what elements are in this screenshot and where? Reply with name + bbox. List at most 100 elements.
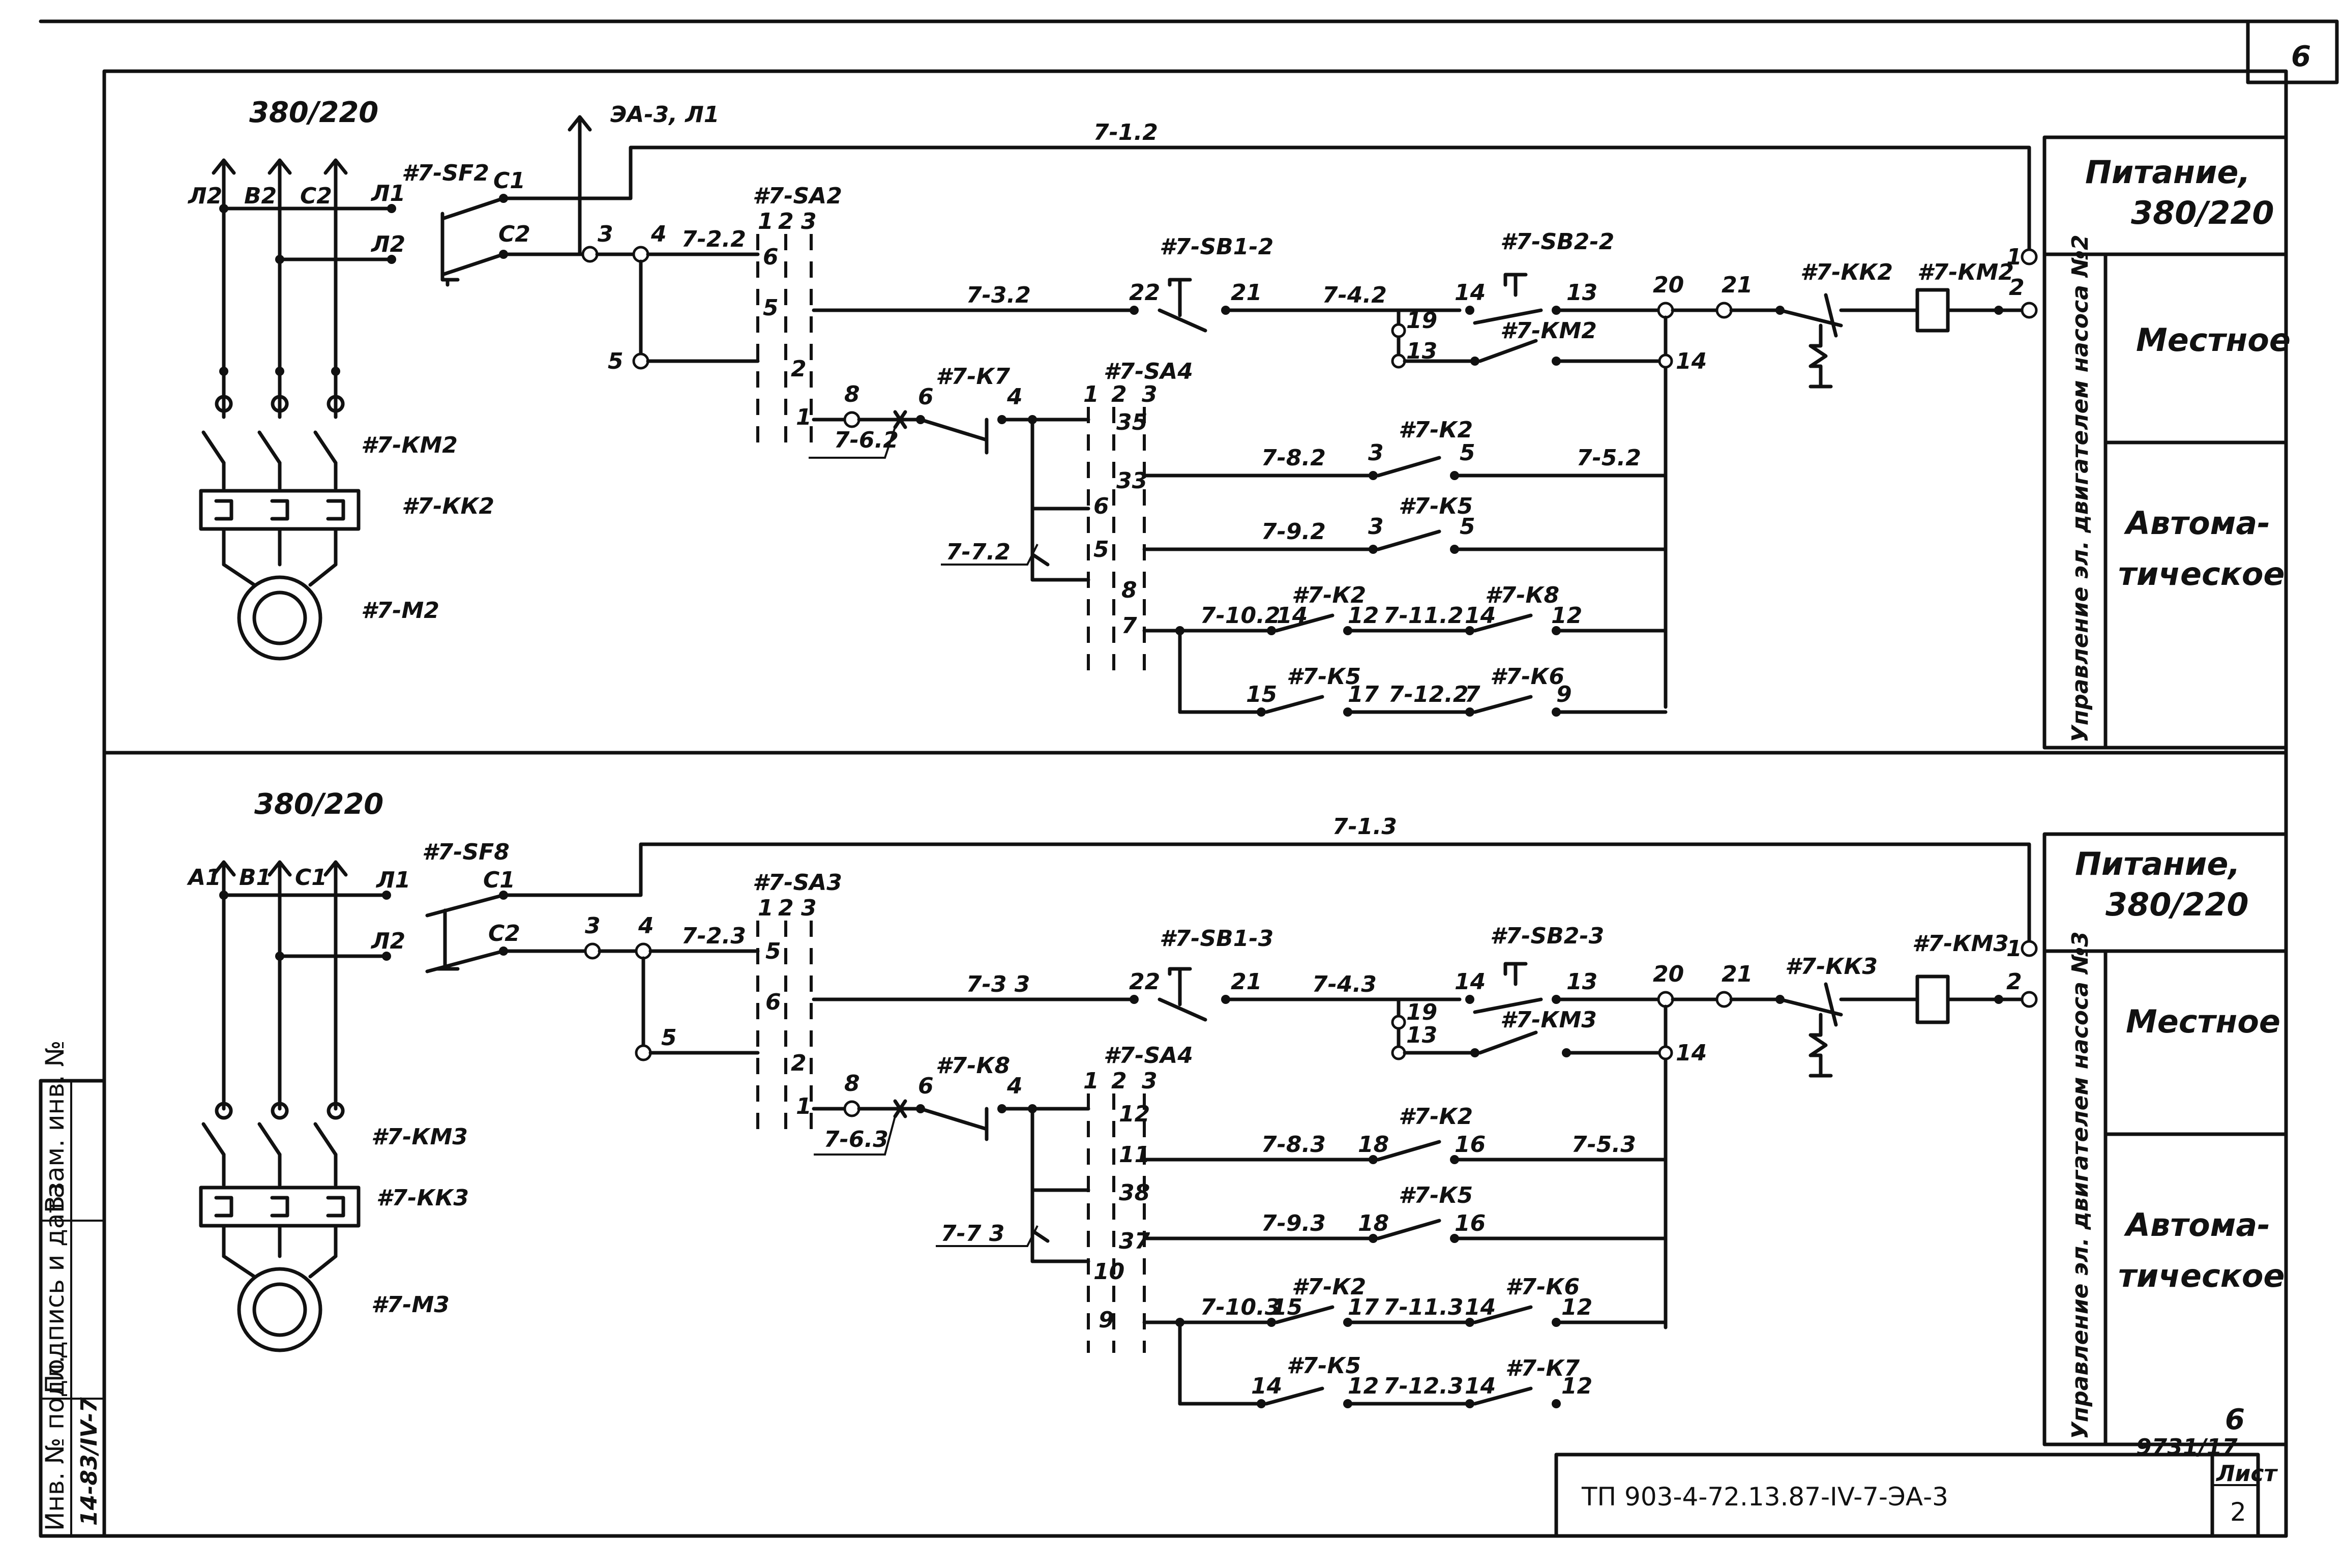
k6-label: #7-К6 [1505, 1274, 1580, 1300]
k5b-label: #7-К5 [1287, 1353, 1361, 1379]
thermal-relay-label: #7-КК2 [402, 493, 494, 519]
sb2-label: #7-SB2-3 [1490, 923, 1604, 949]
node-label: 19 [1406, 308, 1437, 334]
breaker-out-1: С1 [483, 867, 515, 893]
node-label: 20 [1653, 272, 1684, 298]
node-label: 21 [1722, 961, 1753, 987]
km2-contact-label: #7-КМ2 [1500, 318, 1597, 344]
stamp-inv-value: 14-83/IV-7 [76, 1397, 102, 1526]
node-label: 12 [1348, 603, 1379, 629]
km3-contact-label: #7-КМ3 [1500, 1007, 1597, 1033]
node-label: 16 [1455, 1210, 1486, 1236]
wire-w8: 7-8.2 [1261, 445, 1326, 471]
node-label: 14 [1455, 280, 1486, 306]
node-label: 6 [763, 244, 779, 270]
km3-coil-label: #7-КМ3 [1912, 931, 2009, 957]
k2-label: #7-К2 [1399, 1104, 1473, 1130]
page-number: 6 [2291, 40, 2311, 73]
wire-w9: 7-9.3 [1261, 1210, 1326, 1236]
node-label: 5 [608, 348, 624, 374]
kk3-contact-label: #7-КК3 [1785, 954, 1878, 980]
node-label: 9 [1099, 1307, 1114, 1333]
k7-label: #7-К7 [1505, 1355, 1580, 1381]
node-label: 35 [1116, 409, 1147, 435]
node-label: 12 [1561, 1294, 1592, 1320]
stamp-replace-label: Взам. инв. № [40, 1041, 70, 1213]
sa4-pos-2: 2 [1111, 381, 1127, 407]
supply-feed-label: ЭА-3, Л1 [610, 102, 719, 128]
node-label: 18 [1358, 1132, 1389, 1158]
node-label: 11 [1119, 1142, 1150, 1168]
wire-w3: 7-3.2 [966, 282, 1031, 308]
sa2-pos-3: 3 [801, 209, 817, 234]
mode-table-pump3: Питание, 380/220 Местное Автома- тическо… [2042, 832, 2288, 1446]
contactor-label: #7-КМ2 [361, 432, 458, 458]
node-label: 4 [1006, 1073, 1023, 1099]
wire-w7: 7-7 3 [941, 1221, 1004, 1247]
node-label: 6 [918, 384, 934, 410]
node-label: 2 [791, 356, 807, 382]
node-label: 12 [1348, 1373, 1379, 1399]
motor-label: #7-М2 [361, 598, 439, 624]
wire-w6: 7-6.3 [824, 1127, 888, 1152]
node-label: 21 [1231, 280, 1262, 306]
pump3-local-mode: Местное [2126, 1003, 2280, 1040]
node-label: 13 [1566, 969, 1597, 995]
node-label: 16 [1455, 1132, 1486, 1158]
node-label: 2 [2006, 969, 2022, 995]
thermal-relay-label: #7-КК3 [376, 1185, 469, 1211]
wire-w5: 7-5.3 [1571, 1132, 1636, 1158]
wire-w4: 7-4.3 [1312, 971, 1377, 997]
wire-w4: 7-4.2 [1322, 282, 1387, 308]
node-label: 2 [791, 1050, 807, 1076]
wire-w8: 7-8.3 [1261, 1132, 1326, 1158]
node-label: 5 [765, 938, 781, 964]
breaker-line-1: Л1 [370, 181, 405, 206]
wire-w10: 7-10.2 [1200, 603, 1280, 629]
pump2-auto-mode-2: тическое [2118, 555, 2285, 593]
phase-label-1: А1 [187, 865, 221, 891]
node-label: 14 [1465, 1373, 1496, 1399]
sa4-pos-3: 3 [1142, 381, 1158, 407]
wire-w5: 7-5.2 [1577, 445, 1641, 471]
node-label: 5 [1093, 537, 1109, 563]
sb1-label: #7-SB1-3 [1160, 926, 1273, 952]
node-label: 6 [765, 989, 781, 1015]
node-label: 17 [1348, 682, 1379, 707]
stamp-sign-label: Подпись и дата [40, 1183, 70, 1394]
sa3-pos-3: 3 [801, 895, 817, 921]
breaker-line-1: Л1 [375, 867, 410, 893]
wire-w7: 7-7.2 [946, 539, 1011, 565]
node-label: 17 [1348, 1294, 1379, 1320]
sa4-pos-1: 1 [1083, 1068, 1099, 1094]
node-label: 4 [650, 221, 667, 247]
stamp-inv-label: Инв. № подл. [40, 1355, 70, 1531]
node-label: 18 [1358, 1210, 1389, 1236]
node-label: 9 [1556, 682, 1572, 707]
phase-label-3: С2 [300, 183, 332, 209]
sa4-pos-3: 3 [1142, 1068, 1158, 1094]
node-label: 21 [1722, 272, 1753, 298]
wire-w3: 7-3 3 [966, 971, 1030, 997]
node-label: 3 [585, 913, 601, 939]
node-label: 7 [1121, 613, 1137, 639]
sb2-label: #7-SB2-2 [1500, 229, 1614, 255]
node-label: 12 [1561, 1373, 1592, 1399]
node-label: 13 [1406, 1022, 1437, 1048]
node-label: 4 [638, 913, 654, 939]
pump2-supply-value: 380/220 [2131, 194, 2274, 231]
k6-label: #7-К6 [1490, 664, 1564, 690]
sa4-pos-2: 2 [1111, 1068, 1127, 1094]
phase-label-3: С1 [295, 865, 327, 891]
handwritten-sheet-number: 6 [2225, 1403, 2245, 1436]
node-label: 1 [2006, 936, 2022, 962]
pump2-supply-mode: Питание, [2085, 154, 2250, 191]
wire-w11: 7-11.3 [1383, 1294, 1463, 1320]
node-label: 8 [844, 1071, 860, 1097]
breaker-out-1: С1 [493, 168, 525, 194]
contactor-label: #7-КМ3 [371, 1124, 468, 1150]
wire-w12: 7-12.3 [1383, 1373, 1463, 1399]
k8-label: #7-К8 [936, 1053, 1010, 1079]
node-label: 14 [1251, 1373, 1282, 1399]
node-label: 7 [1465, 682, 1480, 707]
